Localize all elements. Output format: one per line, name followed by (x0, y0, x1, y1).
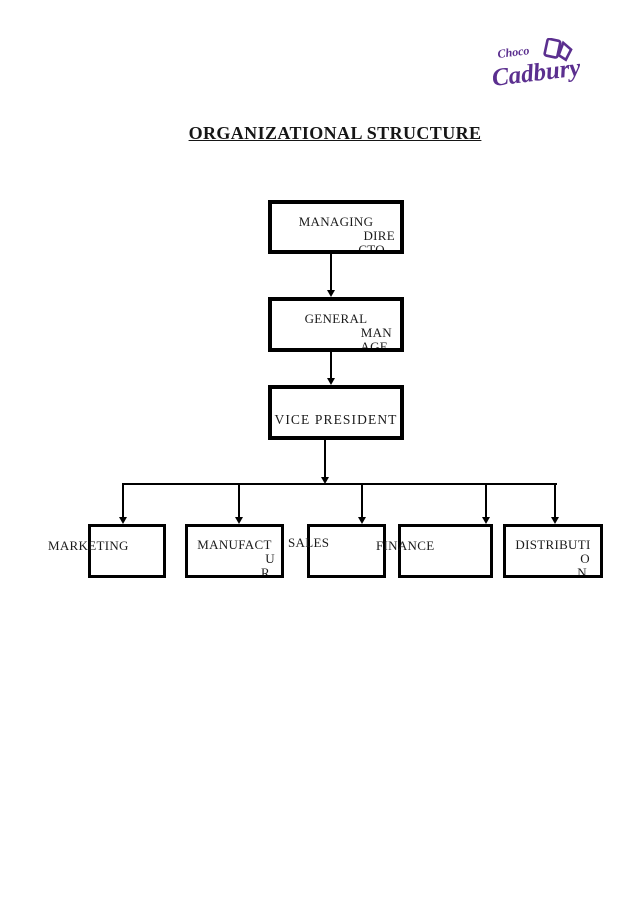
node-sales-label: SALES (288, 535, 330, 550)
connector-drop-marketing-line (122, 484, 124, 517)
node-vice-president: VICE PRESIDENT (268, 385, 404, 440)
node-label-line: MAN (360, 325, 392, 340)
node-sales (307, 524, 386, 578)
node-label-line: AGE (360, 339, 388, 352)
node-label-line: CTO (358, 242, 385, 254)
connector-drop-sales-line (361, 484, 363, 517)
node-finance (398, 524, 493, 578)
connector-drop-finance-line (485, 484, 487, 517)
node-general-manager: GENERAL MAN AGE (268, 297, 404, 352)
glass-and-a-half-icon (543, 37, 573, 62)
node-marketing (88, 524, 166, 578)
node-label-line: R (261, 565, 270, 578)
node-marketing-label: MARKETING (48, 538, 129, 553)
logo-small-text: Choco (497, 43, 530, 61)
connector-gm-vp-arrowhead-icon (326, 378, 335, 385)
node-label-line: N (577, 565, 587, 578)
node-label-line: U (265, 551, 275, 566)
connector-drop-manufacture-arrowhead-icon (234, 517, 243, 524)
node-managing-director: MANAGING DIRE CTO (268, 200, 404, 254)
connector-vp-bar-line (324, 440, 326, 477)
node-label-line: MANAGING (298, 214, 374, 229)
node-distribution: DISTRIBUTI O N (503, 524, 603, 578)
node-label-line: MANUFACT (197, 537, 272, 552)
connector-vp-bar-arrowhead-icon (320, 477, 329, 484)
node-finance-label: FINANCE (376, 538, 435, 553)
connector-md-gm-line (330, 253, 332, 290)
cadbury-logo: Choco Cadbury (490, 37, 583, 100)
connector-horizontal-bar (122, 483, 557, 485)
cadbury-logo-graphic: Choco Cadbury (490, 37, 583, 92)
connector-drop-manufacture-line (238, 484, 240, 517)
connector-drop-distribution-line (554, 484, 556, 517)
connector-drop-sales-arrowhead-icon (357, 517, 366, 524)
node-label-line: VICE PRESIDENT (274, 412, 398, 427)
node-manufacture: MANUFACT U R (185, 524, 284, 578)
page-title: ORGANIZATIONAL STRUCTURE (188, 123, 482, 143)
connector-drop-finance-arrowhead-icon (481, 517, 490, 524)
connector-md-gm-arrowhead-icon (326, 290, 335, 297)
node-label-line: GENERAL (304, 311, 368, 326)
connector-gm-vp-line (330, 352, 332, 378)
node-label-line: DIRE (363, 228, 395, 243)
node-label-line: DISTRIBUTI (515, 537, 591, 552)
connector-drop-marketing-arrowhead-icon (118, 517, 127, 524)
connector-drop-distribution-arrowhead-icon (550, 517, 559, 524)
node-label-line: O (580, 551, 590, 566)
